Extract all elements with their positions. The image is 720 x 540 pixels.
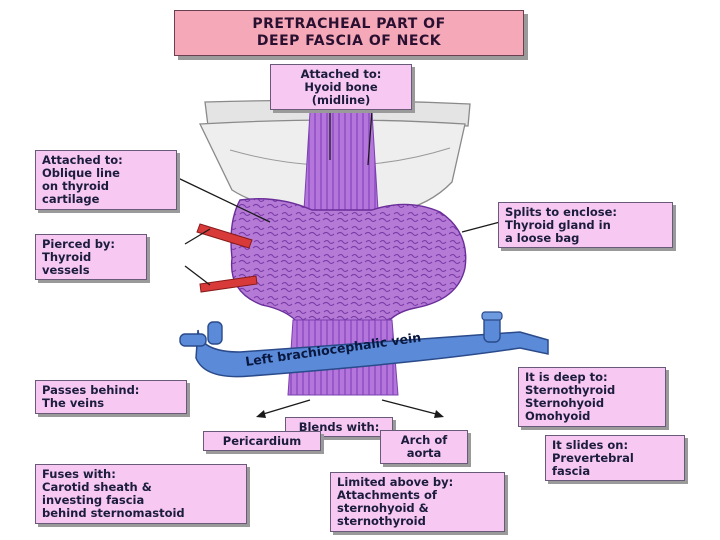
label-fuses-with: Fuses with: Carotid sheath & investing f… [35, 464, 247, 524]
title-line-1: PRETRACHEAL PART OF [252, 16, 446, 32]
left-brachiocephalic-vein [179, 311, 549, 378]
title-line-2: DEEP FASCIA OF NECK [256, 33, 442, 49]
pointer-splits [461, 221, 501, 233]
diagram-title: PRETRACHEAL PART OF DEEP FASCIA OF NECK [174, 10, 524, 56]
pointer-pierced-upper [184, 228, 211, 245]
pointer-pierced-lower [184, 265, 211, 286]
pointer-pericardium [259, 399, 311, 416]
thyroid-vessel-upper [196, 223, 253, 249]
label-splits-to-enclose: Splits to enclose: Thyroid gland in a lo… [498, 202, 673, 248]
pointer-lines [177, 109, 501, 416]
arrowhead-pericardium [256, 410, 266, 418]
thyroid-gland [230, 198, 467, 326]
label-oblique-line: Attached to: Oblique line on thyroid car… [35, 150, 177, 210]
label-passes-behind: Passes behind: The veins [35, 380, 187, 414]
label-deep-to: It is deep to: Sternothyroid Sternohyoid… [518, 367, 666, 427]
pointer-arch [381, 399, 441, 416]
thyroid-vessel-lower [199, 275, 258, 293]
pointer-oblique [177, 177, 271, 223]
label-pericardium: Pericardium [203, 431, 321, 451]
fascia-midline-strip [303, 111, 379, 211]
label-pierced-by: Pierced by: Thyroid vessels [35, 234, 147, 280]
arrowhead-arch [434, 410, 444, 418]
label-slides-on: It slides on: Prevertebral fascia [545, 435, 685, 481]
label-limited-above: Limited above by: Attachments of sternoh… [330, 472, 505, 532]
label-hyoid-attachment: Attached to: Hyoid bone (midline) [270, 64, 412, 110]
pointer-hyoid [329, 109, 373, 166]
label-arch-of-aorta: Arch of aorta [380, 430, 468, 464]
